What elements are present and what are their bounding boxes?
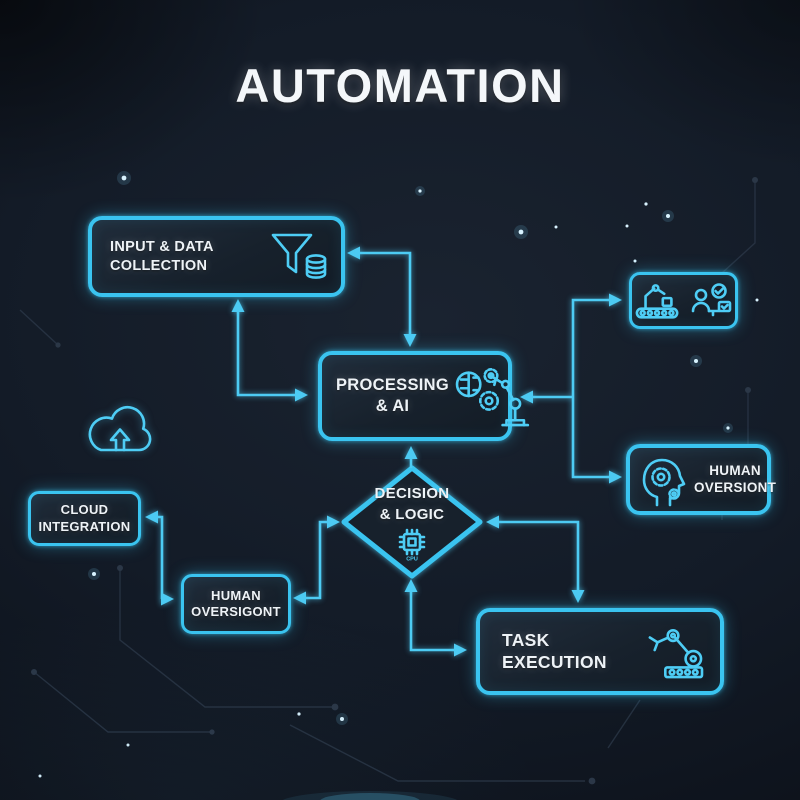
head-gear-icon	[638, 452, 688, 508]
node-input-data-collection: INPUT & DATA COLLECTION	[88, 216, 345, 297]
node-processing-ai: PROCESSING & AI	[318, 351, 512, 441]
task-execution-label: TASK EXECUTION	[502, 629, 607, 672]
operator-approval-icon	[691, 283, 733, 319]
cloud-integration-line2: INTEGRATION	[38, 518, 131, 534]
decision-diamond-shape	[341, 465, 483, 579]
human-oversight-left-line2: OVERSIGONT	[191, 604, 281, 619]
cloud-upload-icon	[82, 403, 156, 463]
node-human-oversight-left: HUMAN OVERSIGONT	[181, 574, 291, 634]
processing-label-line2: & AI	[375, 397, 410, 415]
node-automation-capabilities	[629, 272, 738, 329]
funnel-database-icon	[271, 232, 329, 282]
node-cloud-integration: CLOUD INTEGRATION	[28, 491, 141, 546]
robot-conveyor-icon	[635, 282, 681, 320]
human-oversight-left-line1: HUMAN	[211, 587, 261, 603]
human-oversight-right-line2: OVERSIONT	[694, 479, 777, 495]
node-human-oversight-right: HUMAN OVERSIONT	[626, 444, 776, 515]
processing-label-line1: PROCESSING	[336, 376, 450, 395]
glow-dots	[38, 171, 759, 778]
input-data-collection-label: INPUT & DATA COLLECTION	[110, 239, 214, 274]
robot-arm-icon	[642, 624, 706, 680]
node-task-execution: TASK EXECUTION	[476, 608, 724, 695]
cloud-integration-line1: CLOUD	[60, 502, 109, 518]
human-oversight-right-line1: HUMAN	[709, 462, 761, 478]
page-title: AUTOMATION	[235, 59, 565, 112]
arrowheads	[145, 246, 622, 657]
brain-gears-robot-arm-icon	[449, 364, 531, 428]
